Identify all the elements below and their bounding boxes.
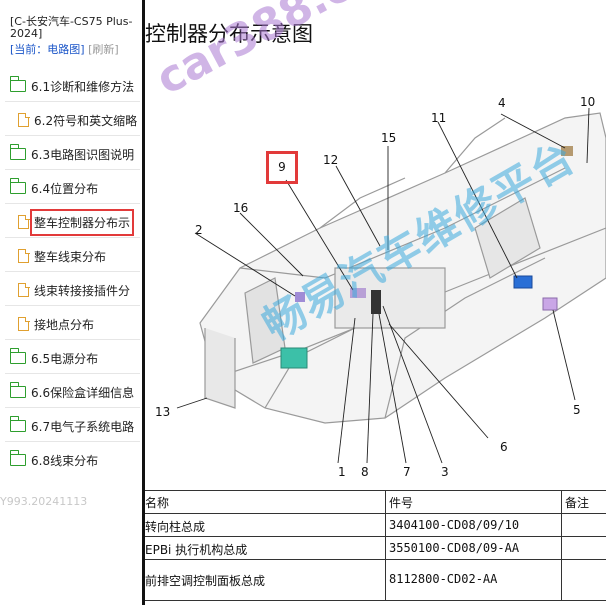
folder-icon <box>9 76 26 92</box>
highlight-callout-9: 9 <box>266 151 298 184</box>
tree-item-6-8[interactable]: 6.8线束分布 <box>0 445 142 475</box>
folder-icon <box>9 144 26 160</box>
callout-13: 13 <box>155 405 170 419</box>
main-content: 控制器分布示意图 <box>145 0 606 605</box>
callout-2: 2 <box>195 223 203 237</box>
component-green-module <box>280 347 308 369</box>
folder-icon <box>9 416 26 432</box>
document-icon <box>18 112 30 127</box>
callout-11: 11 <box>431 111 446 125</box>
callout-3: 3 <box>441 465 449 479</box>
tree-item-6-2[interactable]: 6.2符号和英文缩略 <box>0 105 142 135</box>
folder-open-icon <box>9 178 26 194</box>
document-icon <box>18 248 30 263</box>
tree-item-harness-distribution[interactable]: 整车线束分布 <box>0 241 142 271</box>
sidebar: [C-长安汽车-CS75 Plus-2024] [当前：电路图] [刷新] 6.… <box>0 0 142 605</box>
callout-16: 16 <box>233 201 248 215</box>
callout-1: 1 <box>338 465 346 479</box>
callout-7: 7 <box>403 465 411 479</box>
tree-item-6-4[interactable]: 6.4位置分布 <box>0 173 142 203</box>
refresh-link[interactable]: [刷新] <box>88 43 119 56</box>
folder-icon <box>9 450 26 466</box>
component-black-module <box>371 290 381 314</box>
tree-item-6-1[interactable]: 6.1诊断和维修方法 <box>0 71 142 101</box>
callout-9: 9 <box>278 160 286 174</box>
tree-item-connector-distribution[interactable]: 线束转接接插件分 <box>0 275 142 305</box>
folder-icon <box>9 348 26 364</box>
document-icon <box>18 316 30 331</box>
callout-10: 10 <box>580 95 595 109</box>
vehicle-header: [C-长安汽车-CS75 Plus-2024] <box>10 15 133 40</box>
vehicle-body-diagram: 1 2 3 4 5 6 7 8 10 11 12 13 15 16 <box>155 95 606 479</box>
header-remarks: 备注 <box>565 496 590 510</box>
tree-item-controller-distribution[interactable]: 整车控制器分布示 <box>0 207 142 237</box>
document-icon <box>18 282 30 297</box>
callout-6: 6 <box>500 440 508 454</box>
component-purple-small <box>350 288 366 298</box>
current-view: [当前：电路图] [刷新] <box>10 44 140 56</box>
callout-4: 4 <box>498 96 506 110</box>
panel-divider[interactable] <box>142 0 145 605</box>
callout-8: 8 <box>361 465 369 479</box>
table-row: 转向柱总成 3404100-CD08/09/10 <box>145 514 606 537</box>
build-code: Y993.20241113 <box>0 495 88 508</box>
callout-5: 5 <box>573 403 581 417</box>
table-row: 前排空调控制面板总成 8112800-CD02-AA <box>145 560 606 601</box>
component-purple-left <box>295 292 305 302</box>
tree-item-6-5[interactable]: 6.5电源分布 <box>0 343 142 373</box>
table-row: EPBi 执行机构总成 3550100-CD08/09-AA <box>145 537 606 560</box>
tree-item-6-3[interactable]: 6.3电路图识图说明 <box>0 139 142 169</box>
folder-icon <box>9 382 26 398</box>
callout-15: 15 <box>381 131 396 145</box>
component-brown-module <box>561 146 573 156</box>
component-purple-module <box>542 297 558 311</box>
parts-table: 名称 件号 备注 转向柱总成 3404100-CD08/09/10 EPBi 执… <box>145 490 606 601</box>
tree-item-6-7[interactable]: 6.7电气子系统电路 <box>0 411 142 441</box>
tree-item-ground-points[interactable]: 接地点分布 <box>0 309 142 339</box>
page-title: 控制器分布示意图 <box>145 22 313 46</box>
component-blue-module <box>513 275 533 289</box>
current-view-link[interactable]: [当前：电路图] <box>10 43 85 56</box>
document-icon <box>18 214 30 229</box>
table-header: 名称 件号 备注 <box>145 491 606 514</box>
header-part-number: 件号 <box>389 496 414 510</box>
header-name: 名称 <box>145 496 170 510</box>
callout-12: 12 <box>323 153 338 167</box>
tree-item-6-6[interactable]: 6.6保险盒详细信息 <box>0 377 142 407</box>
